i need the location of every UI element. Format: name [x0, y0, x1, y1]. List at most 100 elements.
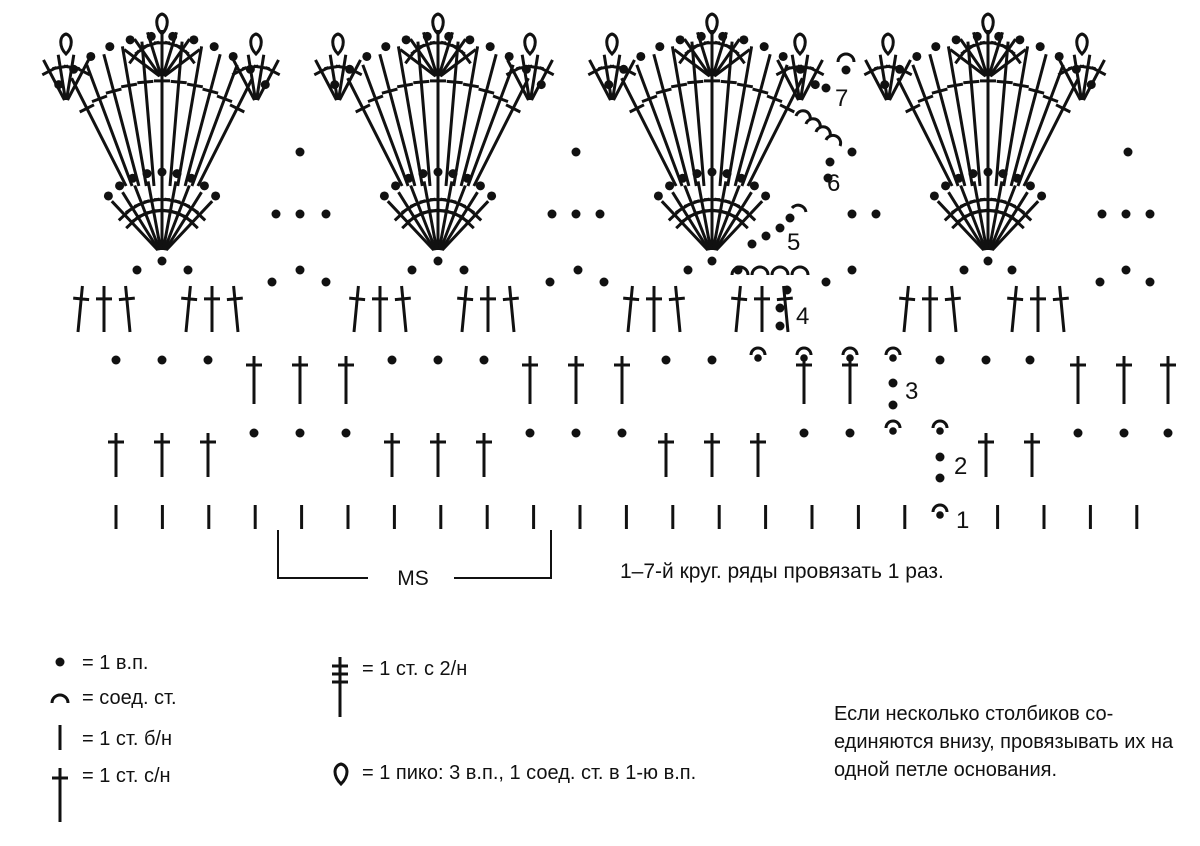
chain-stitch	[845, 428, 855, 438]
chain-stitch	[981, 355, 991, 365]
double-crochet-stitch	[776, 285, 793, 333]
chain-stitch	[459, 265, 469, 275]
double-crochet-stitch	[396, 46, 424, 187]
chain-stitch	[465, 35, 475, 45]
double-crochet-stitch	[754, 286, 770, 332]
legend-item-chain: = 1 в.п.	[55, 652, 148, 674]
picot	[881, 32, 895, 57]
double-crochet-stitch	[740, 64, 789, 187]
slip-stitch-dot	[889, 427, 897, 435]
chain-stitch	[249, 428, 259, 438]
chart-symbols	[41, 12, 1176, 529]
chain-stitch	[935, 473, 945, 483]
chain-stitch	[125, 35, 135, 45]
double-crochet-stitch	[459, 53, 498, 187]
chain-stitch	[295, 428, 305, 438]
double-crochet-stitch	[361, 64, 410, 187]
chain-stitch	[1037, 191, 1047, 201]
treble-crochet-stitch	[165, 200, 214, 252]
double-crochet-stitch	[670, 46, 698, 187]
chain-stitch	[799, 428, 809, 438]
picot	[981, 12, 995, 37]
slip-stitch-dot	[846, 354, 854, 362]
slip-stitch-dot	[800, 354, 808, 362]
chain-stitch	[617, 428, 627, 438]
chain-stitch	[1054, 51, 1064, 61]
chain-stitch	[749, 181, 759, 191]
chain-stitch	[821, 277, 831, 287]
double-crochet-stitch	[530, 59, 555, 101]
slip-stitch	[841, 346, 859, 356]
double-crochet-stitch	[472, 77, 530, 187]
legend-text-double-crochet: = 1 ст. с/н	[82, 765, 171, 787]
row-number-2: 2	[954, 453, 967, 480]
double-crochet-stitch	[181, 285, 198, 333]
chain-stitch	[203, 355, 213, 365]
chain-stitch	[1007, 265, 1017, 275]
double-crochet-stitch	[731, 285, 748, 333]
chain-stitch	[1119, 428, 1129, 438]
chain-stitch	[571, 428, 581, 438]
chain-stitch	[157, 355, 167, 365]
chain-stitch	[1015, 35, 1025, 45]
chain-stitch	[341, 428, 351, 438]
picot	[793, 32, 807, 57]
double-crochet-stitch	[452, 46, 480, 187]
chain-stitch	[407, 265, 417, 275]
treble-crochet-stitch	[715, 200, 764, 252]
chain-stitch	[387, 355, 397, 365]
chain-stitch	[931, 42, 941, 52]
chain-stitch	[475, 181, 485, 191]
double-crochet-stitch	[620, 77, 678, 187]
chain-stitch	[401, 35, 411, 45]
picot	[59, 32, 73, 57]
chain-stitch	[295, 209, 305, 219]
double-crochet-stitch	[85, 64, 134, 187]
double-crochet-stitch	[70, 77, 128, 187]
row-number-4: 4	[796, 303, 809, 330]
double-crochet-stitch	[888, 59, 913, 101]
slip-stitch	[795, 346, 813, 356]
double-crochet-stitch	[292, 356, 308, 404]
double-crochet-stitch	[204, 286, 220, 332]
chain-stitch	[271, 209, 281, 219]
slip-stitch	[749, 346, 767, 356]
chain-stitch	[785, 213, 795, 223]
double-crochet-stitch	[1082, 59, 1107, 101]
slip-stitch	[884, 346, 902, 356]
double-crochet-stitch	[944, 285, 961, 333]
chain-stitch	[871, 209, 881, 219]
chain-stitch	[504, 51, 514, 61]
chain-stitch	[888, 400, 898, 410]
double-crochet-stitch	[118, 285, 135, 333]
double-crochet-stitch	[457, 285, 474, 333]
chain-stitch	[825, 157, 835, 167]
double-crochet-stitch	[899, 285, 916, 333]
chain-stitch	[525, 428, 535, 438]
chain-stitch	[111, 355, 121, 365]
chain-stitch	[935, 452, 945, 462]
slip-stitch	[931, 419, 949, 429]
chain-stitch	[571, 209, 581, 219]
instructions-text: 1–7-й круг. ряды провязать 1 раз.	[620, 560, 944, 583]
chain-stitch	[1025, 355, 1035, 365]
chain-stitch	[433, 256, 443, 266]
double-crochet-stitch	[384, 433, 400, 477]
chain-stitch	[810, 80, 820, 90]
chain-stitch	[912, 51, 922, 61]
chain-stitch	[888, 378, 898, 388]
chain-stitch	[132, 265, 142, 275]
treble-crochet-icon	[332, 657, 348, 717]
chain-stitch	[775, 303, 785, 313]
chain-stitch	[362, 51, 372, 61]
double-crochet-stitch	[1002, 46, 1030, 187]
double-crochet-stitch	[73, 285, 90, 333]
double-crochet-stitch	[102, 53, 141, 187]
legend-item-double-crochet: = 1 ст. с/н	[52, 765, 171, 822]
chain-stitch	[1095, 277, 1105, 287]
picot	[523, 32, 537, 57]
row-number-1: 1	[956, 507, 969, 534]
chain-stitch	[661, 355, 671, 365]
chain-stitch	[951, 35, 961, 45]
double-crochet-stitch	[502, 285, 519, 333]
